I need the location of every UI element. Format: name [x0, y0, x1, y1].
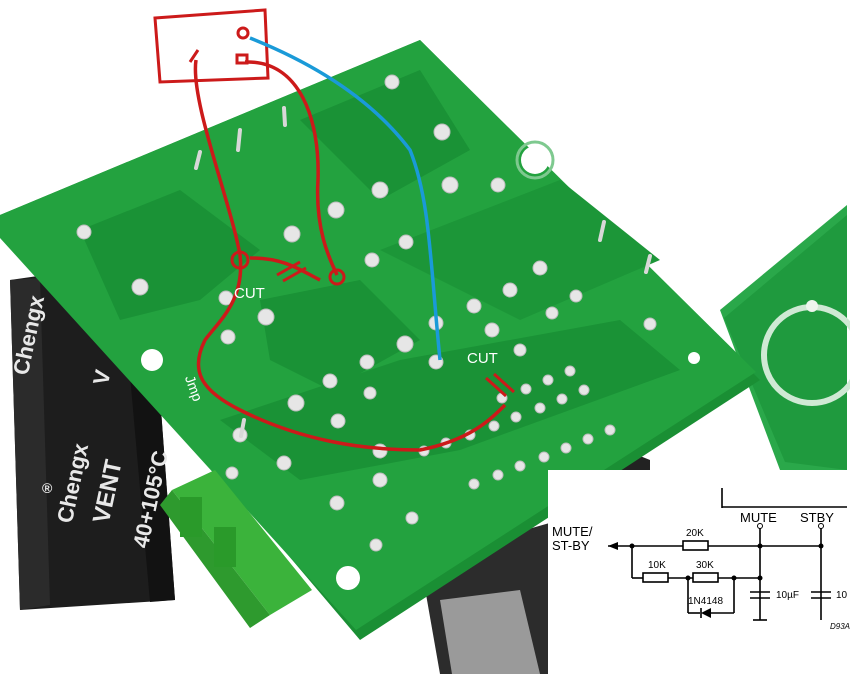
cut-label-1: CUT	[234, 285, 265, 302]
schematic-inset: MUTE/ ST-BY MUTE STBY 20K 10K 30K 1N4148…	[548, 470, 850, 674]
schematic-r2-label: 10K	[648, 560, 666, 571]
wire-endpoints	[230, 250, 346, 286]
schematic-diode-label: 1N4148	[688, 596, 724, 607]
screw-terminal-block	[160, 470, 312, 628]
blue-wire	[249, 36, 442, 361]
schematic-input-label: MUTE/ ST-BY	[552, 524, 593, 553]
schematic-drawing	[608, 488, 847, 621]
schematic-r3-label: 30K	[696, 560, 714, 571]
solder-pads	[76, 74, 657, 552]
schematic-cap1-label: 10µF	[776, 590, 799, 601]
switch-drawing	[153, 8, 270, 84]
red-wires	[193, 59, 507, 452]
second-pcb	[720, 205, 850, 480]
schematic-stby-label: STBY	[800, 510, 834, 525]
cut-label-2: CUT	[467, 350, 498, 367]
component-leads	[194, 106, 652, 438]
schematic-code-label: D93A	[830, 622, 850, 631]
schematic-mute-label: MUTE	[740, 510, 777, 525]
cut-marks	[276, 260, 516, 398]
schematic-cap2-label: 10	[836, 590, 848, 601]
schematic-r1-label: 20K	[686, 528, 704, 539]
capacitor-registered-mark: ®	[42, 480, 53, 496]
